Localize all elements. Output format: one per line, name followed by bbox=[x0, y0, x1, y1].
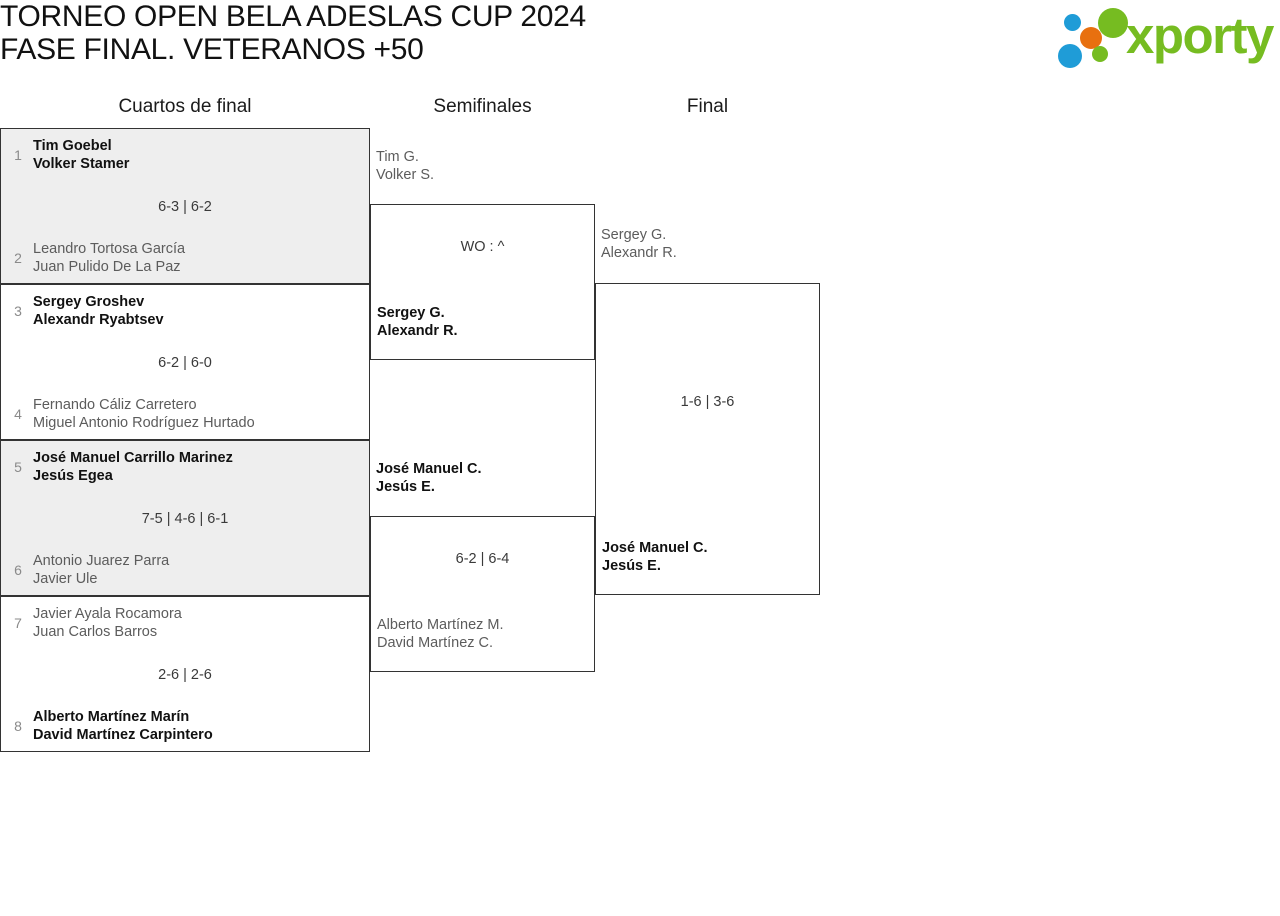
match-qf4-score: 2-6 | 2-6 bbox=[158, 667, 212, 683]
match-qf4[interactable]: 7 Javier Ayala Rocamora Juan Carlos Barr… bbox=[0, 596, 370, 752]
match-qf3-team-bottom[interactable]: 6 Antonio Juarez Parra Javier Ule bbox=[1, 552, 369, 588]
team-names: Tim G. Volker S. bbox=[376, 148, 595, 184]
match-sf2-team-bottom[interactable]: Alberto Martínez M. David Martínez C. bbox=[371, 616, 594, 652]
sf2-entrant-top[interactable]: José Manuel C. Jesús E. bbox=[370, 460, 595, 496]
team-names: Tim Goebel Volker Stamer bbox=[27, 137, 369, 173]
player-name: Alberto Martínez Marín bbox=[33, 709, 190, 725]
seed-number: 5 bbox=[14, 459, 22, 475]
player-name: Sergey G. bbox=[377, 305, 445, 321]
match-sf1[interactable]: WO : ^ Sergey G. Alexandr R. bbox=[370, 204, 595, 360]
match-qf1-score: 6-3 | 6-2 bbox=[158, 199, 212, 215]
round-header-final: Final bbox=[686, 96, 729, 117]
team-names: Alberto Martínez M. David Martínez C. bbox=[377, 616, 594, 652]
final-entrant-top[interactable]: Sergey G. Alexandr R. bbox=[595, 226, 820, 262]
team-names: Sergey G. Alexandr R. bbox=[601, 226, 820, 262]
seed-number: 4 bbox=[14, 406, 22, 422]
team-names: Sergey G. Alexandr R. bbox=[377, 304, 594, 340]
player-name: Javier Ule bbox=[33, 571, 98, 587]
team-names: Antonio Juarez Parra Javier Ule bbox=[27, 552, 369, 588]
player-name: Jesús Egea bbox=[33, 468, 113, 484]
team-names: José Manuel C. Jesús E. bbox=[376, 460, 595, 496]
player-name: Volker Stamer bbox=[33, 156, 130, 172]
seed-number: 8 bbox=[14, 718, 22, 734]
match-qf3-score: 7-5 | 4-6 | 6-1 bbox=[141, 511, 229, 527]
seed-number: 3 bbox=[14, 303, 22, 319]
player-name: Juan Carlos Barros bbox=[33, 624, 158, 640]
team-names: Sergey Groshev Alexandr Ryabtsev bbox=[27, 293, 369, 329]
match-qf2-score: 6-2 | 6-0 bbox=[158, 355, 212, 371]
match-qf1[interactable]: 1 Tim Goebel Volker Stamer 6-3 | 6-2 2 L… bbox=[0, 128, 370, 284]
tournament-title-line-1: TORNEO OPEN BELA ADESLAS CUP 2024 bbox=[0, 0, 586, 33]
player-name: José Manuel C. bbox=[602, 540, 708, 556]
player-name: Alexandr R. bbox=[601, 245, 677, 261]
team-names: José Manuel C. Jesús E. bbox=[602, 539, 819, 575]
team-names: José Manuel Carrillo Marinez Jesús Egea bbox=[27, 449, 369, 485]
team-names: Javier Ayala Rocamora Juan Carlos Barros bbox=[27, 605, 369, 641]
seed-number: 2 bbox=[14, 250, 22, 266]
player-name: Tim Goebel bbox=[33, 138, 112, 154]
match-sf2-score: 6-2 | 6-4 bbox=[455, 551, 510, 567]
match-qf3[interactable]: 5 José Manuel Carrillo Marinez Jesús Ege… bbox=[0, 440, 370, 596]
player-name: Leandro Tortosa García bbox=[33, 241, 186, 257]
match-qf2-team-bottom[interactable]: 4 Fernando Cáliz Carretero Miguel Antoni… bbox=[1, 396, 369, 432]
seed-number: 7 bbox=[14, 615, 22, 631]
match-final-score: 1-6 | 3-6 bbox=[680, 394, 735, 410]
match-qf2[interactable]: 3 Sergey Groshev Alexandr Ryabtsev 6-2 |… bbox=[0, 284, 370, 440]
team-names: Fernando Cáliz Carretero Miguel Antonio … bbox=[27, 396, 369, 432]
match-qf4-team-top[interactable]: 7 Javier Ayala Rocamora Juan Carlos Barr… bbox=[1, 605, 369, 641]
logo-wordmark: xporty bbox=[1126, 7, 1274, 64]
player-name: Javier Ayala Rocamora bbox=[33, 606, 182, 622]
match-sf1-team-bottom[interactable]: Sergey G. Alexandr R. bbox=[371, 304, 594, 340]
player-name: Sergey Groshev bbox=[33, 294, 145, 310]
match-qf3-team-top[interactable]: 5 José Manuel Carrillo Marinez Jesús Ege… bbox=[1, 449, 369, 485]
match-qf1-team-top[interactable]: 1 Tim Goebel Volker Stamer bbox=[1, 137, 369, 173]
player-name: Sergey G. bbox=[601, 227, 667, 243]
match-final[interactable]: 1-6 | 3-6 José Manuel C. Jesús E. bbox=[595, 283, 820, 595]
player-name: Antonio Juarez Parra bbox=[33, 553, 170, 569]
player-name: Jesús E. bbox=[376, 479, 435, 495]
player-name: José Manuel C. bbox=[376, 461, 482, 477]
round-header-quarterfinals: Cuartos de final bbox=[118, 96, 252, 117]
player-name: Alexandr Ryabtsev bbox=[33, 312, 164, 328]
xporty-dots-logo-icon bbox=[1058, 8, 1134, 68]
sf1-entrant-top[interactable]: Tim G. Volker S. bbox=[370, 148, 595, 184]
player-name: Fernando Cáliz Carretero bbox=[33, 397, 197, 413]
player-name: José Manuel Carrillo Marinez bbox=[33, 450, 233, 466]
team-names: Alberto Martínez Marín David Martínez Ca… bbox=[27, 708, 369, 744]
xporty-logo[interactable]: xporty bbox=[1048, 4, 1274, 70]
seed-number: 1 bbox=[14, 147, 22, 163]
player-name: Miguel Antonio Rodríguez Hurtado bbox=[33, 415, 255, 431]
match-sf1-score: WO : ^ bbox=[460, 239, 505, 255]
tournament-subtitle-line-2: FASE FINAL. VETERANOS +50 bbox=[0, 33, 424, 66]
team-names: Leandro Tortosa García Juan Pulido De La… bbox=[27, 240, 369, 276]
round-header-semifinals: Semifinales bbox=[433, 96, 532, 117]
match-qf4-team-bottom[interactable]: 8 Alberto Martínez Marín David Martínez … bbox=[1, 708, 369, 744]
player-name: Alberto Martínez M. bbox=[377, 617, 504, 633]
player-name: Alexandr R. bbox=[377, 323, 458, 339]
player-name: Juan Pulido De La Paz bbox=[33, 259, 181, 275]
match-qf1-team-bottom[interactable]: 2 Leandro Tortosa García Juan Pulido De … bbox=[1, 240, 369, 276]
player-name: Volker S. bbox=[376, 167, 435, 183]
seed-number: 6 bbox=[14, 562, 22, 578]
player-name: Tim G. bbox=[376, 149, 419, 165]
player-name: David Martínez Carpintero bbox=[33, 727, 213, 743]
match-qf2-team-top[interactable]: 3 Sergey Groshev Alexandr Ryabtsev bbox=[1, 293, 369, 329]
player-name: Jesús E. bbox=[602, 558, 661, 574]
page-title: TORNEO OPEN BELA ADESLAS CUP 2024 FASE F… bbox=[0, 0, 900, 66]
match-sf2[interactable]: 6-2 | 6-4 Alberto Martínez M. David Mart… bbox=[370, 516, 595, 672]
player-name: David Martínez C. bbox=[377, 635, 494, 651]
match-final-team-bottom[interactable]: José Manuel C. Jesús E. bbox=[596, 539, 819, 575]
